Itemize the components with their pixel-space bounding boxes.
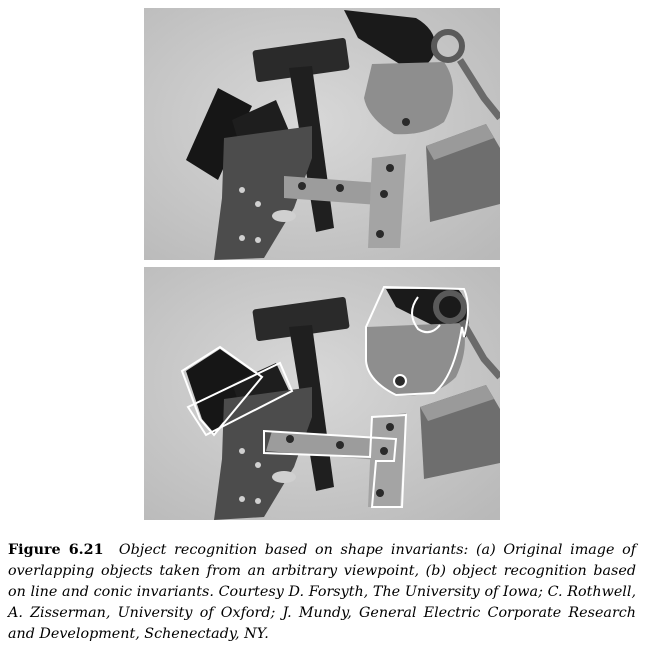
- figure-caption-text: Object recognition based on shape invari…: [8, 542, 636, 642]
- original-image: [144, 8, 500, 260]
- recognition-result-image: [144, 267, 500, 520]
- recognized-objects-photo: [144, 267, 500, 520]
- recognition-outlines: [180, 285, 469, 508]
- overlapping-objects-photo: [144, 8, 500, 260]
- figure-label: Figure 6.21: [8, 542, 104, 558]
- figure-caption: Figure 6.21 Object recognition based on …: [8, 540, 636, 645]
